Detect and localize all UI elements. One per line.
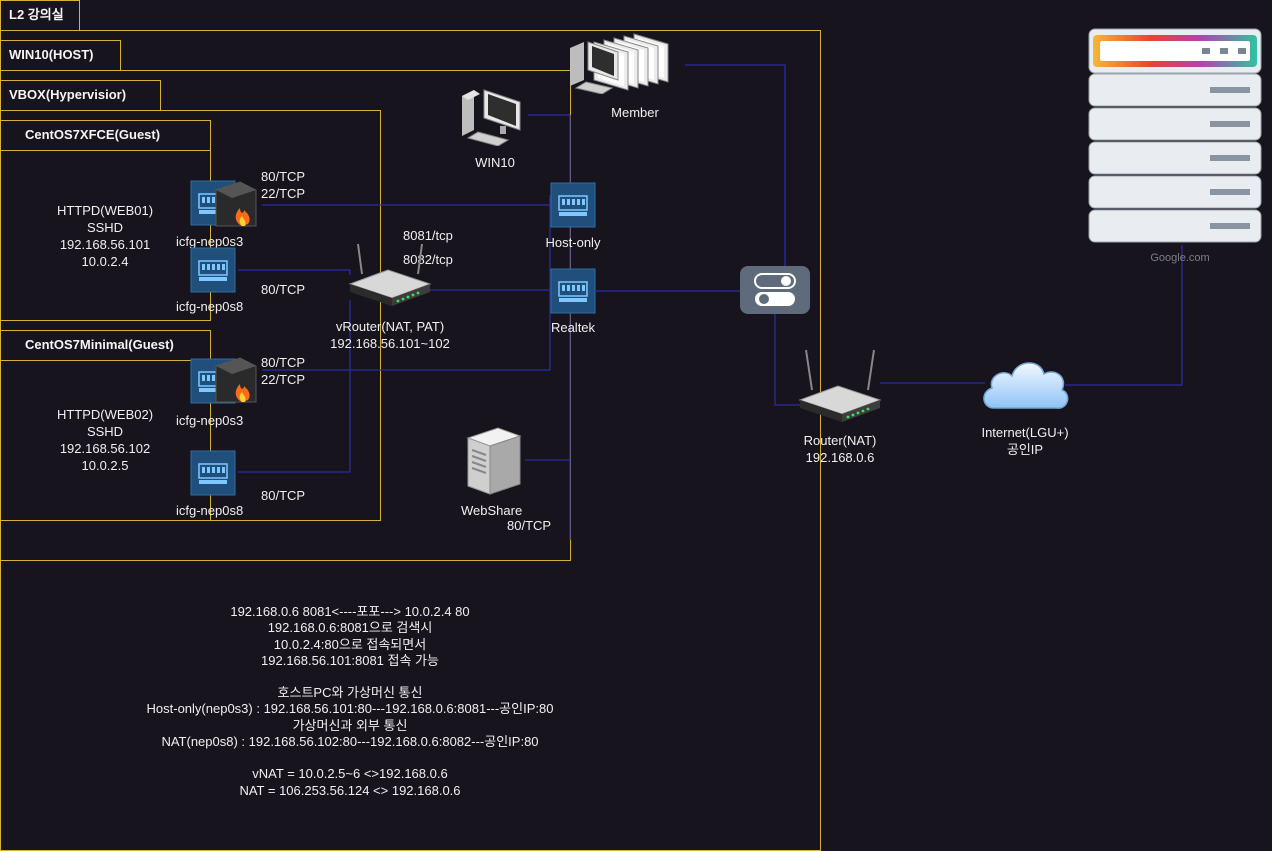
note-line: NAT = 106.253.56.124 <> 192.168.0.6 — [239, 782, 461, 798]
win10-icon[interactable] — [458, 82, 528, 147]
host-only-nic-icon[interactable] — [550, 182, 596, 228]
internet-cloud-icon[interactable] — [978, 354, 1072, 414]
win10-label: WIN10 — [475, 155, 515, 170]
internet-provider: Internet(LGU+) — [981, 425, 1069, 440]
router-ip: 192.168.0.6 — [805, 450, 875, 465]
guest2-port-80: 80/TCP — [261, 355, 306, 370]
guest2-ip-hostonly: 192.168.56.102 — [59, 441, 151, 456]
webshare-port: 80/TCP — [507, 518, 552, 533]
webshare-label: WebShare — [461, 503, 523, 518]
webshare-icon[interactable] — [464, 424, 524, 496]
note-line: vNAT = 10.0.2.5~6 <>192.168.0.6 — [252, 766, 448, 782]
guest1-nic1-label: icfg-nep0s3 — [176, 234, 244, 249]
network-card-icon — [550, 182, 596, 228]
router-caption: Router(NAT) 192.168.0.6 — [780, 432, 900, 466]
guest1-ip-nat: 10.0.2.4 — [81, 254, 129, 269]
guest2-nic1-label: icfg-nep0s3 — [176, 413, 244, 428]
guest2-nic1-icon[interactable] — [190, 356, 262, 404]
network-card-firewall-icon — [190, 357, 257, 404]
member-icon[interactable] — [568, 30, 698, 95]
link-guest2-nic2-vrouter — [238, 300, 351, 473]
guest2-nic2-icon[interactable] — [190, 450, 236, 496]
member-label: Member — [611, 105, 659, 120]
guest2-port-22: 22/TCP — [261, 372, 306, 387]
note-line: 192.168.56.101:8081 접속 가능 — [261, 652, 439, 668]
network-card-icon — [550, 268, 596, 314]
wireless-router-icon — [798, 349, 882, 422]
guest1-service-httpd: HTTPD(WEB01) — [56, 203, 154, 218]
computer-lab-icon — [570, 33, 669, 95]
vrouter-port-8081: 8081/tcp — [403, 228, 453, 243]
guest2-ip-nat: 10.0.2.5 — [81, 458, 129, 473]
vrouter-port-8082: 8082/tcp — [403, 252, 453, 267]
vrouter-name: vRouter(NAT, PAT) — [335, 319, 445, 334]
link-guest2-nic1-hostonly — [262, 195, 551, 371]
cloud-icon — [983, 362, 1069, 409]
hypervisor-title: VBOX(Hypervisior) — [0, 80, 161, 111]
server-rack-icon[interactable] — [1088, 28, 1272, 246]
guest1-port-22: 22/TCP — [261, 186, 306, 201]
host-title: WIN10(HOST) — [0, 40, 121, 71]
note-line: 가상머신과 외부 통신 — [292, 717, 408, 733]
guest1-port-80: 80/TCP — [261, 169, 306, 184]
guest1-info: HTTPD(WEB01) SSHD 192.168.56.101 10.0.2.… — [30, 202, 180, 270]
note-line — [90, 750, 610, 766]
switch-icon[interactable] — [740, 266, 810, 314]
realtek-label: Realtek — [550, 320, 596, 335]
toggle-switch-icon — [740, 266, 810, 314]
router-icon[interactable] — [798, 348, 882, 424]
server-stack-icon — [1088, 28, 1262, 243]
note-line: 192.168.0.6 8081<----포포---> 10.0.2.4 80 — [230, 604, 470, 619]
guest2-nic2-port: 80/TCP — [261, 488, 306, 503]
note-line: 10.0.2.4:80으로 접속되면서 — [273, 636, 427, 652]
vrouter-ip: 192.168.56.101~102 — [330, 336, 450, 351]
router-name: Router(NAT) — [803, 433, 877, 448]
note-line: NAT(nep0s8) : 192.168.56.102:80---192.16… — [161, 734, 539, 750]
guest1-title: CentOS7XFCE(Guest) — [0, 120, 211, 151]
link-cloud-server — [1065, 245, 1183, 386]
note-line: 192.168.0.6:8081으로 검색시 — [267, 620, 433, 636]
guest1-nic2-port: 80/TCP — [261, 282, 306, 297]
notes-block: 192.168.0.6 8081<----포포---> 10.0.2.4 80 … — [90, 604, 610, 799]
guest2-title: CentOS7Minimal(Guest) — [0, 330, 211, 361]
guest1-nic2-icon[interactable] — [190, 247, 236, 293]
server-tower-icon — [466, 427, 522, 495]
network-card-icon — [190, 247, 236, 293]
link-switch-router — [774, 310, 805, 406]
network-card-icon — [190, 450, 236, 496]
guest2-nic2-label: icfg-nep0s8 — [176, 503, 244, 518]
server-caption: Google.com — [1150, 252, 1210, 264]
wireless-router-icon — [348, 243, 432, 306]
internet-caption: Internet(LGU+) 공인IP — [960, 424, 1090, 458]
classroom-title: L2 강의실 — [0, 0, 80, 31]
link-guest1-nic2-vrouter — [238, 269, 351, 275]
guest2-service-httpd: HTTPD(WEB02) — [56, 407, 154, 422]
guest1-nic2-label: icfg-nep0s8 — [176, 299, 244, 314]
guest2-info: HTTPD(WEB02) SSHD 192.168.56.102 10.0.2.… — [30, 406, 180, 474]
vrouter-icon[interactable] — [348, 240, 432, 308]
guest1-nic1-icon[interactable] — [190, 180, 262, 228]
link-member-switch — [685, 64, 786, 280]
guest1-ip-hostonly: 192.168.56.101 — [59, 237, 151, 252]
realtek-nic-icon[interactable] — [550, 268, 596, 314]
note-line: Host-only(nep0s3) : 192.168.56.101:80---… — [146, 701, 554, 717]
desktop-computer-icon — [462, 89, 521, 147]
guest2-service-sshd: SSHD — [86, 424, 124, 439]
network-card-firewall-icon — [190, 180, 257, 227]
host-only-label: Host-only — [545, 235, 601, 250]
vrouter-caption: vRouter(NAT, PAT) 192.168.56.101~102 — [310, 318, 470, 352]
note-line: 호스트PC와 가상머신 통신 — [277, 685, 423, 701]
guest1-service-sshd: SSHD — [86, 220, 124, 235]
internet-public-ip: 공인IP — [1006, 442, 1044, 457]
note-line — [90, 669, 610, 685]
